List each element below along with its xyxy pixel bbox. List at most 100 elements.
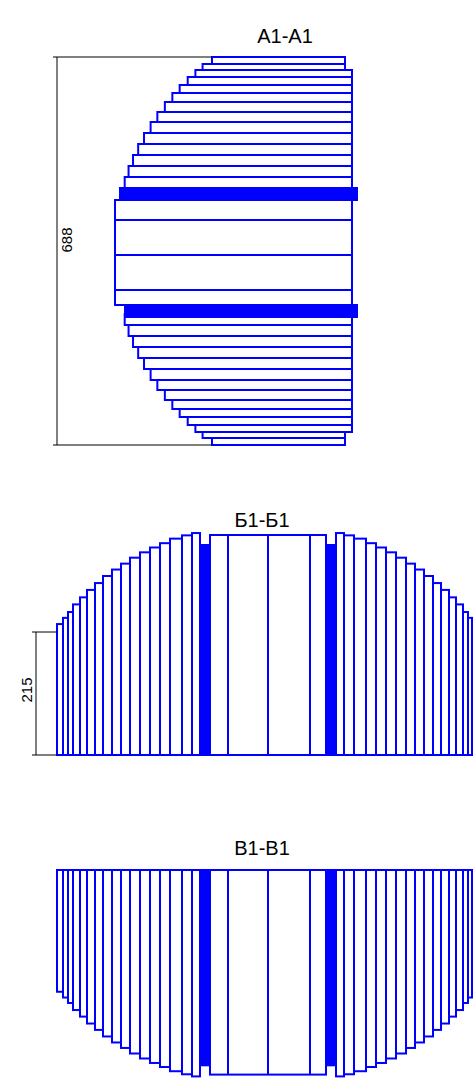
slice-bar — [212, 57, 345, 64]
core-line — [267, 870, 269, 1075]
slice-bar — [170, 870, 182, 1071]
slice-bar — [73, 604, 80, 755]
dense-band — [125, 305, 357, 317]
section-v1 — [57, 870, 472, 1076]
slice-bar — [195, 70, 352, 77]
dense-band — [326, 870, 336, 1065]
slice-bar — [150, 547, 160, 755]
slice-bar — [406, 564, 415, 755]
slice-bar — [456, 604, 463, 755]
slice-bar — [151, 122, 352, 133]
dense-band — [120, 188, 357, 200]
slice-bar — [376, 870, 386, 1063]
slice-bar — [354, 870, 366, 1071]
slice-bar — [133, 336, 352, 347]
dense-band — [326, 545, 336, 755]
slice-bar — [140, 870, 150, 1058]
slice-bar — [73, 870, 80, 1010]
slice-bar — [95, 583, 103, 755]
slice-bar — [95, 870, 103, 1030]
slice-bar — [396, 558, 406, 755]
slice-bar — [129, 166, 352, 177]
slice-bar — [80, 597, 87, 755]
slice-bar — [140, 552, 150, 755]
slice-bar — [165, 102, 352, 112]
slice-bar — [396, 870, 406, 1053]
slice-bar — [130, 870, 140, 1053]
slice-bar — [87, 590, 95, 755]
dimension-value: 215 — [19, 677, 34, 702]
slice-bar — [80, 870, 87, 1017]
core-line — [267, 535, 269, 755]
core-block — [115, 200, 352, 305]
slice-bar — [138, 347, 352, 358]
slice-bar — [344, 870, 354, 1074]
core-line — [309, 535, 311, 755]
slice-bar — [441, 870, 449, 1024]
section-b1 — [32, 533, 472, 755]
slice-bar — [433, 583, 441, 755]
extension-line — [53, 445, 212, 446]
slice-bar — [336, 870, 344, 1076]
section-title: А1-А1 — [257, 26, 313, 46]
slice-bar — [157, 380, 352, 390]
slice-bar — [212, 438, 345, 445]
slice-bar — [103, 870, 112, 1036]
slice-bar — [376, 547, 386, 755]
slice-bar — [449, 870, 456, 1017]
dimension-value: 688 — [59, 227, 74, 252]
slice-bar — [170, 539, 182, 755]
core-block — [210, 535, 326, 755]
dense-band — [200, 870, 210, 1065]
core-line — [115, 219, 352, 221]
core-block — [210, 870, 326, 1075]
core-line — [227, 535, 229, 755]
dense-band — [200, 545, 210, 755]
slice-bar — [182, 870, 192, 1074]
slice-bar — [386, 552, 396, 755]
slice-bar — [195, 425, 352, 432]
slice-bar — [150, 870, 160, 1063]
slice-bar — [456, 870, 463, 1010]
slice-bar — [354, 539, 366, 755]
slice-bar — [144, 358, 352, 369]
slice-bar — [138, 144, 352, 155]
slice-bar — [87, 870, 95, 1024]
slice-bar — [192, 533, 200, 755]
slice-bar — [180, 409, 352, 417]
slice-bar — [415, 570, 424, 755]
slice-bar — [121, 564, 130, 755]
slice-bar — [165, 390, 352, 400]
section-title: Б1-Б1 — [234, 510, 289, 530]
slice-bar — [188, 77, 352, 85]
dimension-line — [36, 632, 37, 755]
slice-bar — [433, 870, 441, 1030]
slice-bar — [441, 590, 449, 755]
slice-bar — [424, 870, 433, 1036]
slice-bar — [172, 93, 352, 102]
core-line — [115, 289, 352, 291]
slice-bar — [344, 535, 354, 755]
slice-bar — [133, 155, 352, 166]
slice-bar — [415, 870, 424, 1042]
slice-bar — [180, 85, 352, 93]
extension-line — [32, 632, 57, 633]
slice-bar — [406, 870, 415, 1048]
slice-bar — [157, 112, 352, 122]
section-title: В1-В1 — [234, 838, 290, 858]
dimension-line — [57, 57, 58, 445]
slice-bar — [172, 400, 352, 409]
core-line — [115, 254, 352, 256]
extension-line — [32, 755, 57, 756]
slice-bar — [144, 133, 352, 144]
slice-bar — [386, 870, 396, 1058]
slice-bar — [182, 535, 192, 755]
slice-bar — [192, 870, 200, 1076]
slice-bar — [336, 533, 344, 755]
slice-bar — [151, 369, 352, 380]
slice-bar — [160, 543, 170, 755]
slice-bar — [112, 870, 121, 1042]
slice-bar — [103, 576, 112, 755]
